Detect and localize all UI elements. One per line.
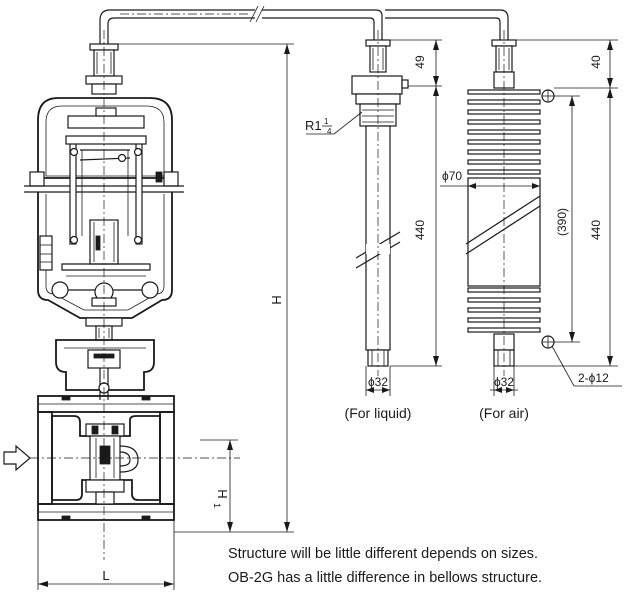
- flow-arrow-icon: [3, 444, 31, 472]
- dimension-h: H: [112, 43, 294, 533]
- air-length-dim: 440: [589, 220, 603, 240]
- valve-body: [30, 30, 240, 560]
- air-holes-callout: 2-ϕ12: [551, 345, 622, 387]
- air-fin-diameter-dim: ϕ70: [440, 169, 541, 192]
- thread-label: R1: [305, 118, 322, 133]
- dimension-h1-subscript: 1: [212, 503, 222, 508]
- air-inner-dim: (390): [554, 95, 580, 343]
- air-diameter-dim: ϕ32: [490, 366, 518, 396]
- dimension-l-label: L: [102, 568, 109, 583]
- note-line-1: Structure will be little different depen…: [228, 546, 538, 562]
- liquid-diameter-dim: ϕ32: [365, 366, 391, 396]
- air-top-dim: 40: [589, 55, 603, 69]
- liquid-diameter-label: ϕ32: [368, 375, 388, 389]
- thread-fraction-den: 4: [327, 127, 332, 136]
- liquid-top-dim: 49: [413, 55, 427, 69]
- dimension-h-label: H: [269, 295, 284, 304]
- dimension-h1: H 1: [200, 439, 238, 532]
- air-dimensions: 40 440: [514, 39, 618, 367]
- liquid-sensor: [351, 30, 409, 376]
- note-line-2: OB-2G has a little difference in bellows…: [228, 570, 542, 586]
- air-holes-label: 2-ϕ12: [578, 371, 609, 385]
- dimension-h1-label: H: [215, 489, 230, 498]
- thread-callout: R1 1 4: [305, 111, 363, 136]
- air-fin-diameter-label: ϕ70: [442, 169, 462, 183]
- dimension-l: L: [37, 520, 175, 592]
- liquid-dimensions: 49 440: [390, 39, 442, 367]
- air-diameter-label: ϕ32: [494, 375, 514, 389]
- valve-neck: [55, 317, 155, 400]
- thread-fraction-num: 1: [324, 117, 329, 126]
- capillary-tube: [99, 5, 509, 44]
- liquid-length-dim: 440: [413, 220, 427, 240]
- air-sensor: [465, 30, 555, 376]
- caption-liquid: (For liquid): [345, 405, 412, 421]
- air-inner-label: (390): [555, 208, 569, 236]
- caption-air: (For air): [479, 405, 529, 421]
